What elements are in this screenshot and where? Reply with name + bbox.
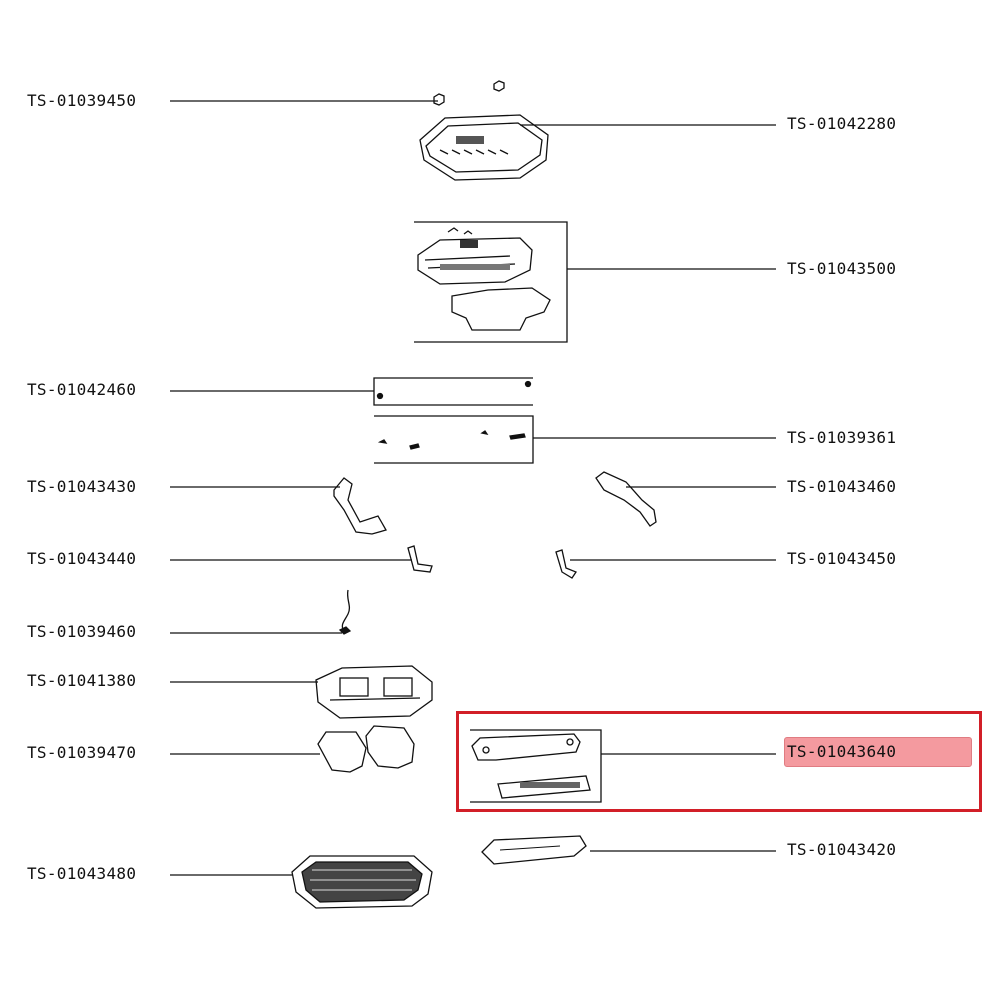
highlight-label-background [784,737,972,767]
part-label[interactable]: TS-01043500 [787,259,897,278]
part-label[interactable]: TS-01042460 [27,380,137,399]
part-label[interactable]: TS-01039450 [27,91,137,110]
part-label[interactable]: TS-01043480 [27,864,137,883]
clip-part-drawing [433,80,505,106]
gasket-drawing [317,725,415,773]
left-hinge-drawing [333,477,387,535]
top-cover-drawing [419,114,549,181]
part-label[interactable]: TS-01043460 [787,477,897,496]
part-label[interactable]: TS-01039460 [27,622,137,641]
part-label[interactable]: TS-01043450 [787,549,897,568]
part-label[interactable]: TS-01043420 [787,840,897,859]
group-bracket [470,729,602,803]
rivet-part-drawing [524,380,532,388]
group-bracket [374,415,534,464]
wire-drawing [341,589,351,633]
screws-drawing [377,430,526,450]
rivet-part-drawing [376,392,384,400]
group-bracket [414,221,568,343]
part-label[interactable]: TS-01043440 [27,549,137,568]
part-label[interactable]: TS-01039470 [27,743,137,762]
left-bracket-drawing [407,545,433,573]
upper-plate-drawing [315,665,433,719]
part-label[interactable]: TS-01041380 [27,671,137,690]
right-bracket-drawing [555,549,577,579]
highlight-box [456,711,982,812]
part-label-highlighted[interactable]: TS-01043640 [787,742,897,761]
bottom-plate-drawing [291,855,433,909]
group-bracket [373,377,533,406]
part-label[interactable]: TS-01043430 [27,477,137,496]
part-label[interactable]: TS-01039361 [787,428,897,447]
circuit-boards-drawing [471,733,591,799]
right-hinge-drawing [595,471,657,527]
part-label[interactable]: TS-01042280 [787,114,897,133]
control-module-drawing [417,227,551,331]
long-bar-drawing [481,835,587,865]
